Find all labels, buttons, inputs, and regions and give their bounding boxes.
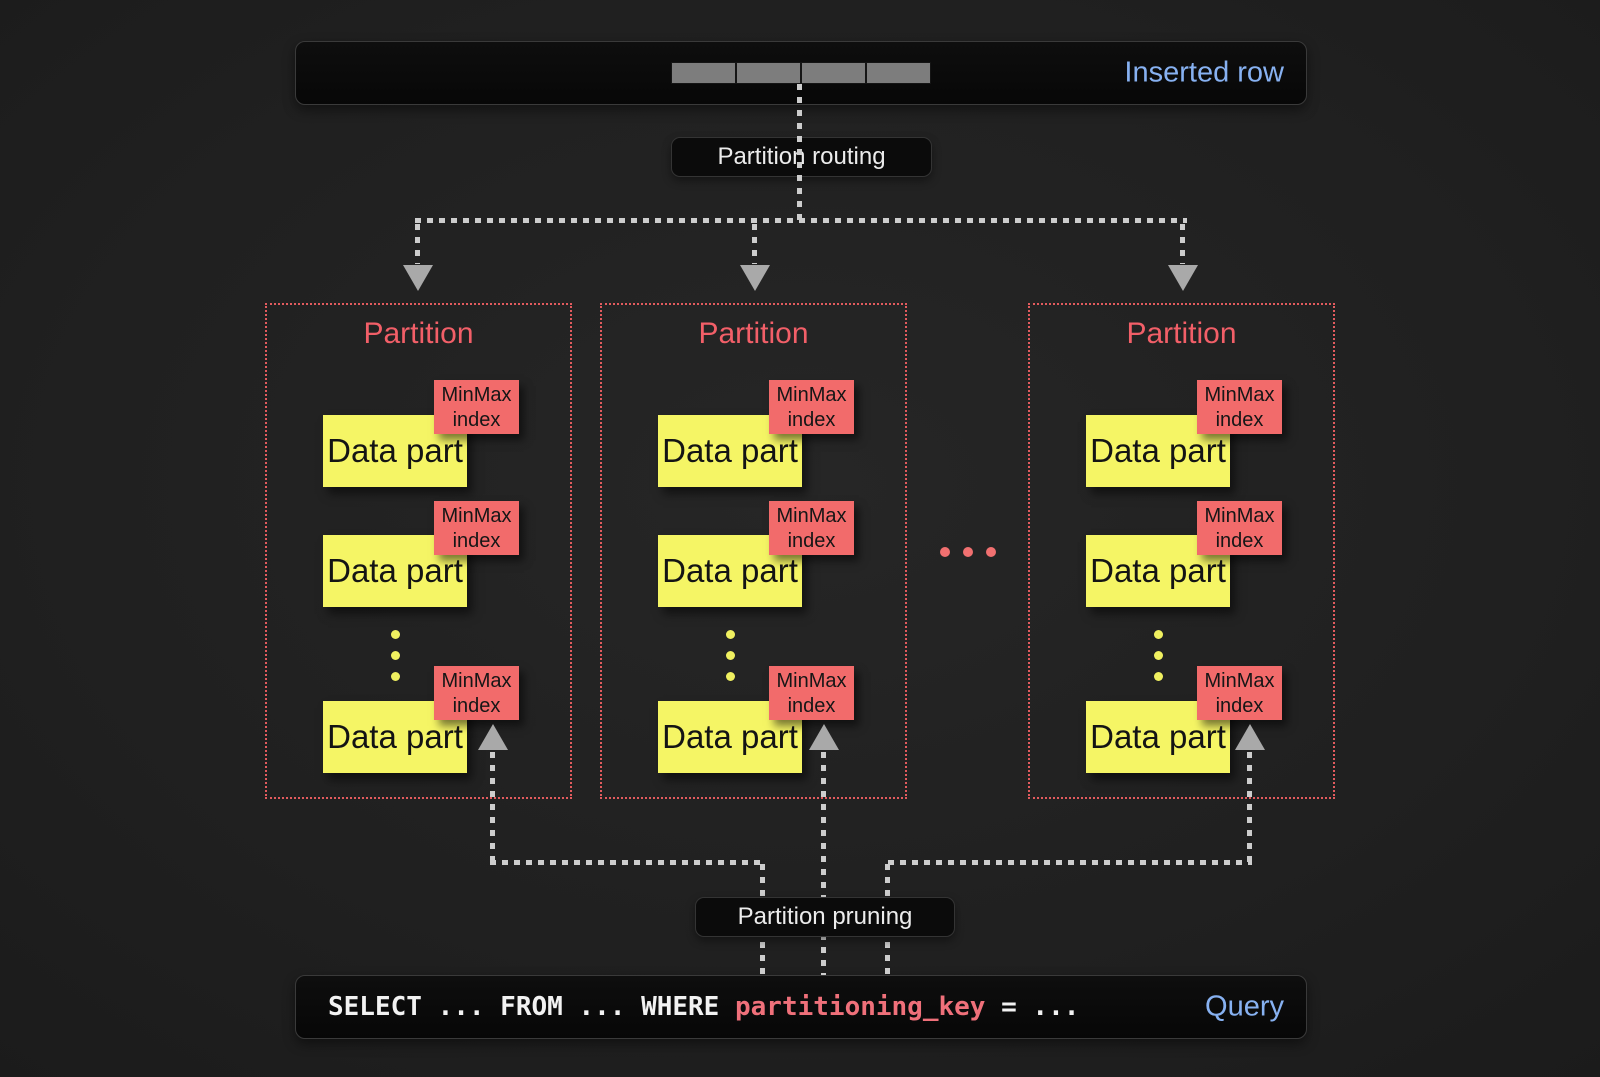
query-bar: SELECT ... FROM ... WHERE partitioning_k… (295, 975, 1307, 1039)
minmax-line1: MinMax (1204, 670, 1275, 692)
minmax-index-tag: MinMax index (434, 380, 519, 434)
minmax-line2: index (787, 695, 836, 717)
data-part-box: Data part (658, 415, 802, 487)
more-parts-ellipsis (726, 630, 735, 693)
pruning-line-right-upper (1247, 752, 1252, 863)
sql-partitioning-key: partitioning_key (735, 992, 986, 1022)
minmax-line2: index (1215, 530, 1264, 552)
minmax-index-tag: MinMax index (1197, 666, 1282, 720)
partition-box: Partition MinMax index Data part MinMax … (600, 303, 907, 799)
minmax-line1: MinMax (776, 505, 847, 527)
minmax-index-tag: MinMax index (769, 666, 854, 720)
minmax-line2: index (452, 530, 501, 552)
more-parts-ellipsis (1154, 630, 1163, 693)
minmax-line1: MinMax (1204, 505, 1275, 527)
arrow-up-icon (1235, 724, 1265, 750)
arrow-down-icon (740, 265, 770, 291)
data-part-box: Data part (323, 701, 467, 773)
partition-box: Partition MinMax index Data part MinMax … (265, 303, 572, 799)
pruning-line-left-horizontal (490, 860, 765, 865)
minmax-line1: MinMax (441, 505, 512, 527)
minmax-index-tag: MinMax index (769, 501, 854, 555)
data-part-box: Data part (658, 535, 802, 607)
minmax-index-tag: MinMax index (1197, 380, 1282, 434)
data-part-box: Data part (1086, 415, 1230, 487)
sql-after: = ... (985, 992, 1080, 1022)
pruning-line-left-upper (490, 752, 495, 863)
partition-title: Partition (363, 317, 474, 350)
more-partitions-ellipsis (940, 547, 996, 557)
partition-title: Partition (698, 317, 809, 350)
inserted-row-segments (671, 62, 931, 84)
minmax-line1: MinMax (776, 384, 847, 406)
minmax-index-tag: MinMax index (434, 501, 519, 555)
row-segment (867, 63, 930, 83)
minmax-line2: index (1215, 409, 1264, 431)
minmax-index-tag: MinMax index (769, 380, 854, 434)
pruning-line-right-horizontal (888, 860, 1252, 865)
minmax-line1: MinMax (441, 670, 512, 692)
query-label: Query (1205, 990, 1284, 1023)
routing-drop-line-left (415, 224, 420, 264)
more-parts-ellipsis (391, 630, 400, 693)
minmax-line2: index (787, 530, 836, 552)
routing-feed-line (797, 84, 802, 222)
minmax-index-tag: MinMax index (1197, 501, 1282, 555)
arrow-up-icon (478, 724, 508, 750)
data-part-box: Data part (1086, 701, 1230, 773)
minmax-line1: MinMax (776, 670, 847, 692)
sql-query-text: SELECT ... FROM ... WHERE partitioning_k… (328, 992, 1079, 1022)
inserted-row-label: Inserted row (1124, 56, 1284, 89)
minmax-line1: MinMax (1204, 384, 1275, 406)
partition-title: Partition (1126, 317, 1237, 350)
pruning-line-middle (821, 752, 826, 975)
row-segment (672, 63, 737, 83)
minmax-line2: index (452, 695, 501, 717)
routing-drop-line-right (1180, 224, 1185, 264)
arrow-down-icon (403, 265, 433, 291)
row-segment (737, 63, 802, 83)
partition-box: Partition MinMax index Data part MinMax … (1028, 303, 1335, 799)
partition-pruning-label: Partition pruning (695, 897, 955, 937)
arrow-up-icon (809, 724, 839, 750)
arrow-down-icon (1168, 265, 1198, 291)
row-segment (802, 63, 867, 83)
inserted-row-bar: Inserted row (295, 41, 1307, 105)
minmax-line2: index (1215, 695, 1264, 717)
routing-drop-line-middle (752, 224, 757, 264)
sql-before: SELECT ... FROM ... WHERE (328, 992, 735, 1022)
minmax-line2: index (452, 409, 501, 431)
minmax-index-tag: MinMax index (434, 666, 519, 720)
minmax-line1: MinMax (441, 384, 512, 406)
minmax-line2: index (787, 409, 836, 431)
